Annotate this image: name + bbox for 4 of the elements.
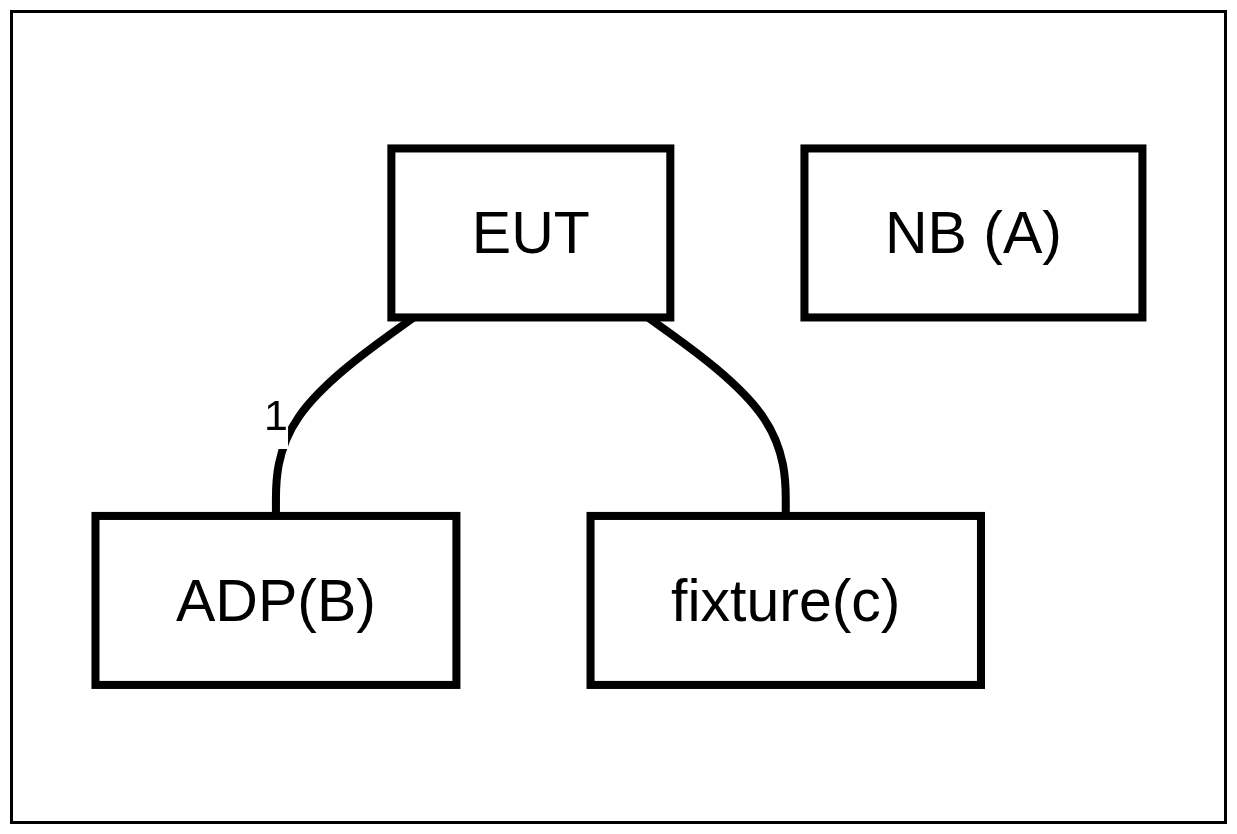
process-box: NB (A): [799, 144, 1146, 322]
process-box: EUT: [386, 144, 674, 322]
process-box: ADP(B): [91, 512, 460, 690]
process-box: fixture(c): [586, 512, 985, 690]
